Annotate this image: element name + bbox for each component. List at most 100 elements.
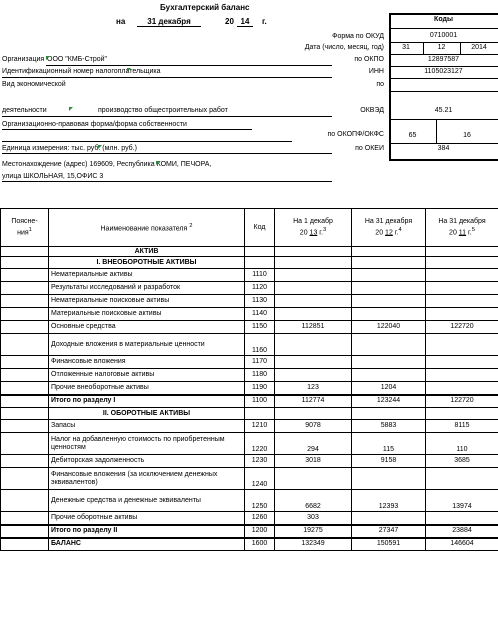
code-cell: 1200 — [244, 523, 275, 538]
value-cell-3: 8115 — [425, 419, 498, 433]
table-row: Финансовые вложения (за исключением дене… — [0, 467, 498, 490]
po-label: по — [376, 81, 384, 88]
value-cell-1: 132349 — [274, 536, 352, 551]
value-cell-3 — [425, 368, 498, 382]
code-cell: 1600 — [244, 536, 275, 551]
note-cell — [0, 523, 49, 538]
indicator-name: Отложенные налоговые активы — [48, 368, 245, 382]
value-cell-3: 146604 — [425, 536, 498, 551]
col-name-header: Наименование показателя 2 — [48, 208, 245, 247]
note-cell — [0, 489, 49, 512]
indicator-name: Доходные вложения в материальные ценност… — [48, 333, 245, 356]
value-cell-3 — [425, 355, 498, 369]
date-prefix: на — [116, 17, 126, 26]
note-cell — [0, 256, 49, 269]
value-cell-2 — [351, 256, 426, 269]
note-cell — [0, 368, 49, 382]
value-cell-3: 110 — [425, 432, 498, 455]
section-title: АКТИВ — [48, 246, 245, 257]
code-cell: 1240 — [244, 467, 275, 490]
activity-value: производство общестроительных работ — [98, 107, 228, 114]
org-label: Организация — [2, 56, 45, 63]
col3-header: На 31 декабря 20 11 г.5 — [425, 208, 498, 247]
code-cell: 1260 — [244, 511, 275, 525]
value-cell-2: 5883 — [351, 419, 426, 433]
value-cell-2 — [351, 246, 426, 257]
section-row: I. ВНЕОБОРОТНЫЕ АКТИВЫ — [0, 256, 498, 269]
value-cell-2: 12393 — [351, 489, 426, 512]
indicator-name: Основные средства — [48, 320, 245, 334]
code-cell: 1180 — [244, 368, 275, 382]
okved-value: 45.21 — [434, 107, 453, 114]
okopf-value: 65 — [408, 132, 417, 139]
code-cell: 1140 — [244, 307, 275, 321]
date-day-value: 31 — [402, 44, 410, 51]
codes-title: Коды — [434, 16, 453, 23]
value-cell-3: 122720 — [425, 320, 498, 334]
note-cell — [0, 511, 49, 525]
value-cell-3 — [425, 268, 498, 282]
report-date-day-month: 31 декабря — [137, 17, 201, 27]
codes-box — [389, 13, 498, 161]
indicator-name: Результаты исследований и разработок — [48, 281, 245, 295]
table-row: Денежные средства и денежные эквиваленты… — [0, 489, 498, 512]
note-cell — [0, 407, 49, 420]
value-cell-2: 123244 — [351, 393, 426, 408]
value-cell-2 — [351, 268, 426, 282]
legal-form-label: Организационно-правовая форма/форма собс… — [2, 121, 187, 128]
value-cell-3: 122720 — [425, 393, 498, 408]
indicator-name: Дебиторская задолженность — [48, 454, 245, 468]
okud-value: 0710001 — [429, 32, 458, 39]
value-cell-2: 1204 — [351, 381, 426, 395]
note-cell — [0, 381, 49, 395]
value-cell-3 — [425, 511, 498, 525]
code-cell: 1120 — [244, 281, 275, 295]
balance-table: Поясне- ния1 Наименование показателя 2 К… — [0, 208, 498, 551]
code-cell — [244, 407, 275, 420]
code-cell: 1190 — [244, 381, 275, 395]
value-cell-2 — [351, 467, 426, 490]
indicator-name: Нематериальные поисковые активы — [48, 294, 245, 308]
value-cell-1: 112851 — [274, 320, 352, 334]
indicator-name: Финансовые вложения (за исключением дене… — [48, 467, 245, 490]
col1-header: На 1 декабр 20 13 г.3 — [274, 208, 352, 247]
section-row: АКТИВ — [0, 246, 498, 257]
value-cell-1 — [274, 246, 352, 257]
col2-header: На 31 декабря 20 12 г.4 — [351, 208, 426, 247]
okfs-value: 16 — [463, 132, 471, 139]
note-cell — [0, 393, 49, 408]
code-cell: 1230 — [244, 454, 275, 468]
value-cell-3 — [425, 307, 498, 321]
note-cell — [0, 268, 49, 282]
indicator-name: Материальные поисковые активы — [48, 307, 245, 321]
value-cell-3 — [425, 381, 498, 395]
value-cell-1: 112774 — [274, 393, 352, 408]
value-cell-3 — [425, 246, 498, 257]
okei-value: 384 — [437, 145, 450, 152]
value-cell-2 — [351, 294, 426, 308]
activity-label-1: Вид экономической — [2, 81, 66, 88]
value-cell-2 — [351, 333, 426, 356]
note-cell — [0, 294, 49, 308]
value-cell-2 — [351, 281, 426, 295]
value-cell-1: 3018 — [274, 454, 352, 468]
report-year-prefix: 20 — [225, 17, 234, 26]
value-cell-1 — [274, 368, 352, 382]
org-value: ООО "КМБ-Строй" — [47, 56, 108, 63]
code-cell: 1110 — [244, 268, 275, 282]
value-cell-3: 3685 — [425, 454, 498, 468]
value-cell-1: 6682 — [274, 489, 352, 512]
inn-value: 1105023127 — [424, 68, 463, 75]
code-cell: 1150 — [244, 320, 275, 334]
code-cell: 1210 — [244, 419, 275, 433]
activity-label-2: деятельности — [2, 107, 47, 114]
document-title: Бухгалтерский баланс — [160, 3, 250, 12]
indicator-name: Итого по разделу II — [48, 523, 245, 538]
